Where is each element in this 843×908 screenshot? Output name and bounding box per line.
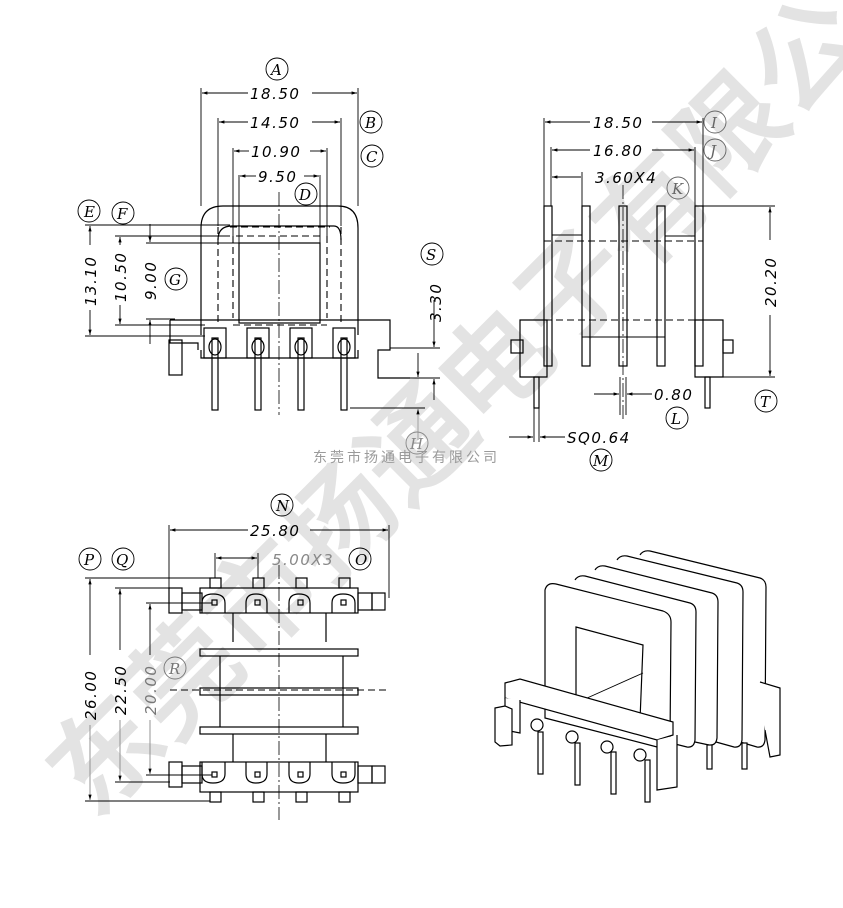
iso-pins	[530, 718, 748, 803]
dim-P-value: 26.00	[82, 670, 100, 720]
bottom-bottom-pins	[201, 762, 356, 803]
svg-text:G: G	[169, 271, 181, 289]
label-C: C	[360, 144, 384, 168]
dim-R-value: 20.00	[142, 665, 160, 715]
side-view: 18.50 16.80 3.60X4 20.20 0.80 SQ0.64 I J…	[509, 110, 780, 472]
dim-D-value: 9.50	[258, 168, 297, 186]
dim-S-value: 3.30	[427, 283, 445, 322]
dim-L-value: 0.80	[654, 386, 693, 404]
svg-text:K: K	[671, 180, 684, 198]
dim-A-value: 18.50	[250, 85, 300, 103]
dim-F-value: 10.50	[112, 252, 130, 302]
label-K: K	[666, 176, 690, 200]
dim-G-value: 9.00	[142, 261, 160, 300]
isometric-view	[494, 550, 781, 803]
svg-text:P: P	[83, 551, 95, 569]
dim-C-value: 10.90	[251, 143, 301, 161]
label-E: E	[77, 199, 101, 223]
label-F: F	[111, 201, 135, 225]
svg-text:F: F	[116, 205, 128, 223]
bottom-view: 25.80 N 5.00X3 O 26.00 22.50 20.00 P Q R	[78, 493, 390, 820]
dim-I-value: 18.50	[593, 114, 643, 132]
svg-text:T: T	[760, 393, 771, 411]
dim-K-value: 3.60X4	[595, 169, 657, 187]
label-L: L	[665, 406, 689, 430]
label-J: J	[703, 138, 727, 162]
label-G: G	[164, 267, 188, 291]
front-pins	[203, 327, 356, 411]
label-I: I	[703, 110, 727, 134]
dim-J-value: 16.80	[593, 142, 643, 160]
svg-text:N: N	[275, 497, 290, 515]
svg-text:I: I	[710, 114, 718, 132]
bottom-top-pins	[201, 577, 356, 613]
label-R: R	[163, 656, 187, 680]
svg-text:E: E	[83, 203, 95, 221]
label-A: A	[265, 57, 289, 81]
svg-text:M: M	[592, 452, 609, 470]
svg-text:A: A	[269, 61, 282, 79]
dim-B-value: 14.50	[250, 114, 300, 132]
svg-text:R: R	[168, 660, 180, 678]
label-T: T	[754, 389, 778, 413]
svg-text:B: B	[364, 114, 376, 132]
svg-text:O: O	[355, 551, 367, 569]
svg-text:C: C	[366, 148, 378, 166]
label-H: H	[405, 431, 429, 455]
label-O: O	[348, 547, 372, 571]
label-M: M	[589, 448, 613, 472]
front-view: 18.50 14.50 10.90 9.50 13.10 10.50 9.00 …	[77, 57, 445, 455]
svg-text:Q: Q	[116, 551, 128, 569]
dim-N-value: 25.80	[250, 522, 300, 540]
label-S: S	[420, 242, 444, 266]
label-N: N	[270, 493, 294, 517]
svg-text:L: L	[670, 410, 681, 428]
label-Q: Q	[111, 547, 135, 571]
svg-text:D: D	[298, 186, 311, 204]
watermark-caption: 东莞市扬通电子有限公司	[313, 449, 500, 466]
dim-Q-value: 22.50	[112, 665, 130, 715]
svg-text:H: H	[409, 435, 424, 453]
dim-M-value: SQ0.64	[567, 429, 631, 447]
dim-E-value: 13.10	[82, 256, 100, 306]
label-D: D	[294, 182, 318, 206]
dim-T-value: 20.20	[762, 257, 780, 307]
dim-O-value: 5.00X3	[272, 551, 334, 569]
svg-text:J: J	[707, 142, 717, 160]
svg-text:S: S	[426, 246, 436, 264]
label-P: P	[78, 547, 102, 571]
label-B: B	[359, 110, 383, 134]
